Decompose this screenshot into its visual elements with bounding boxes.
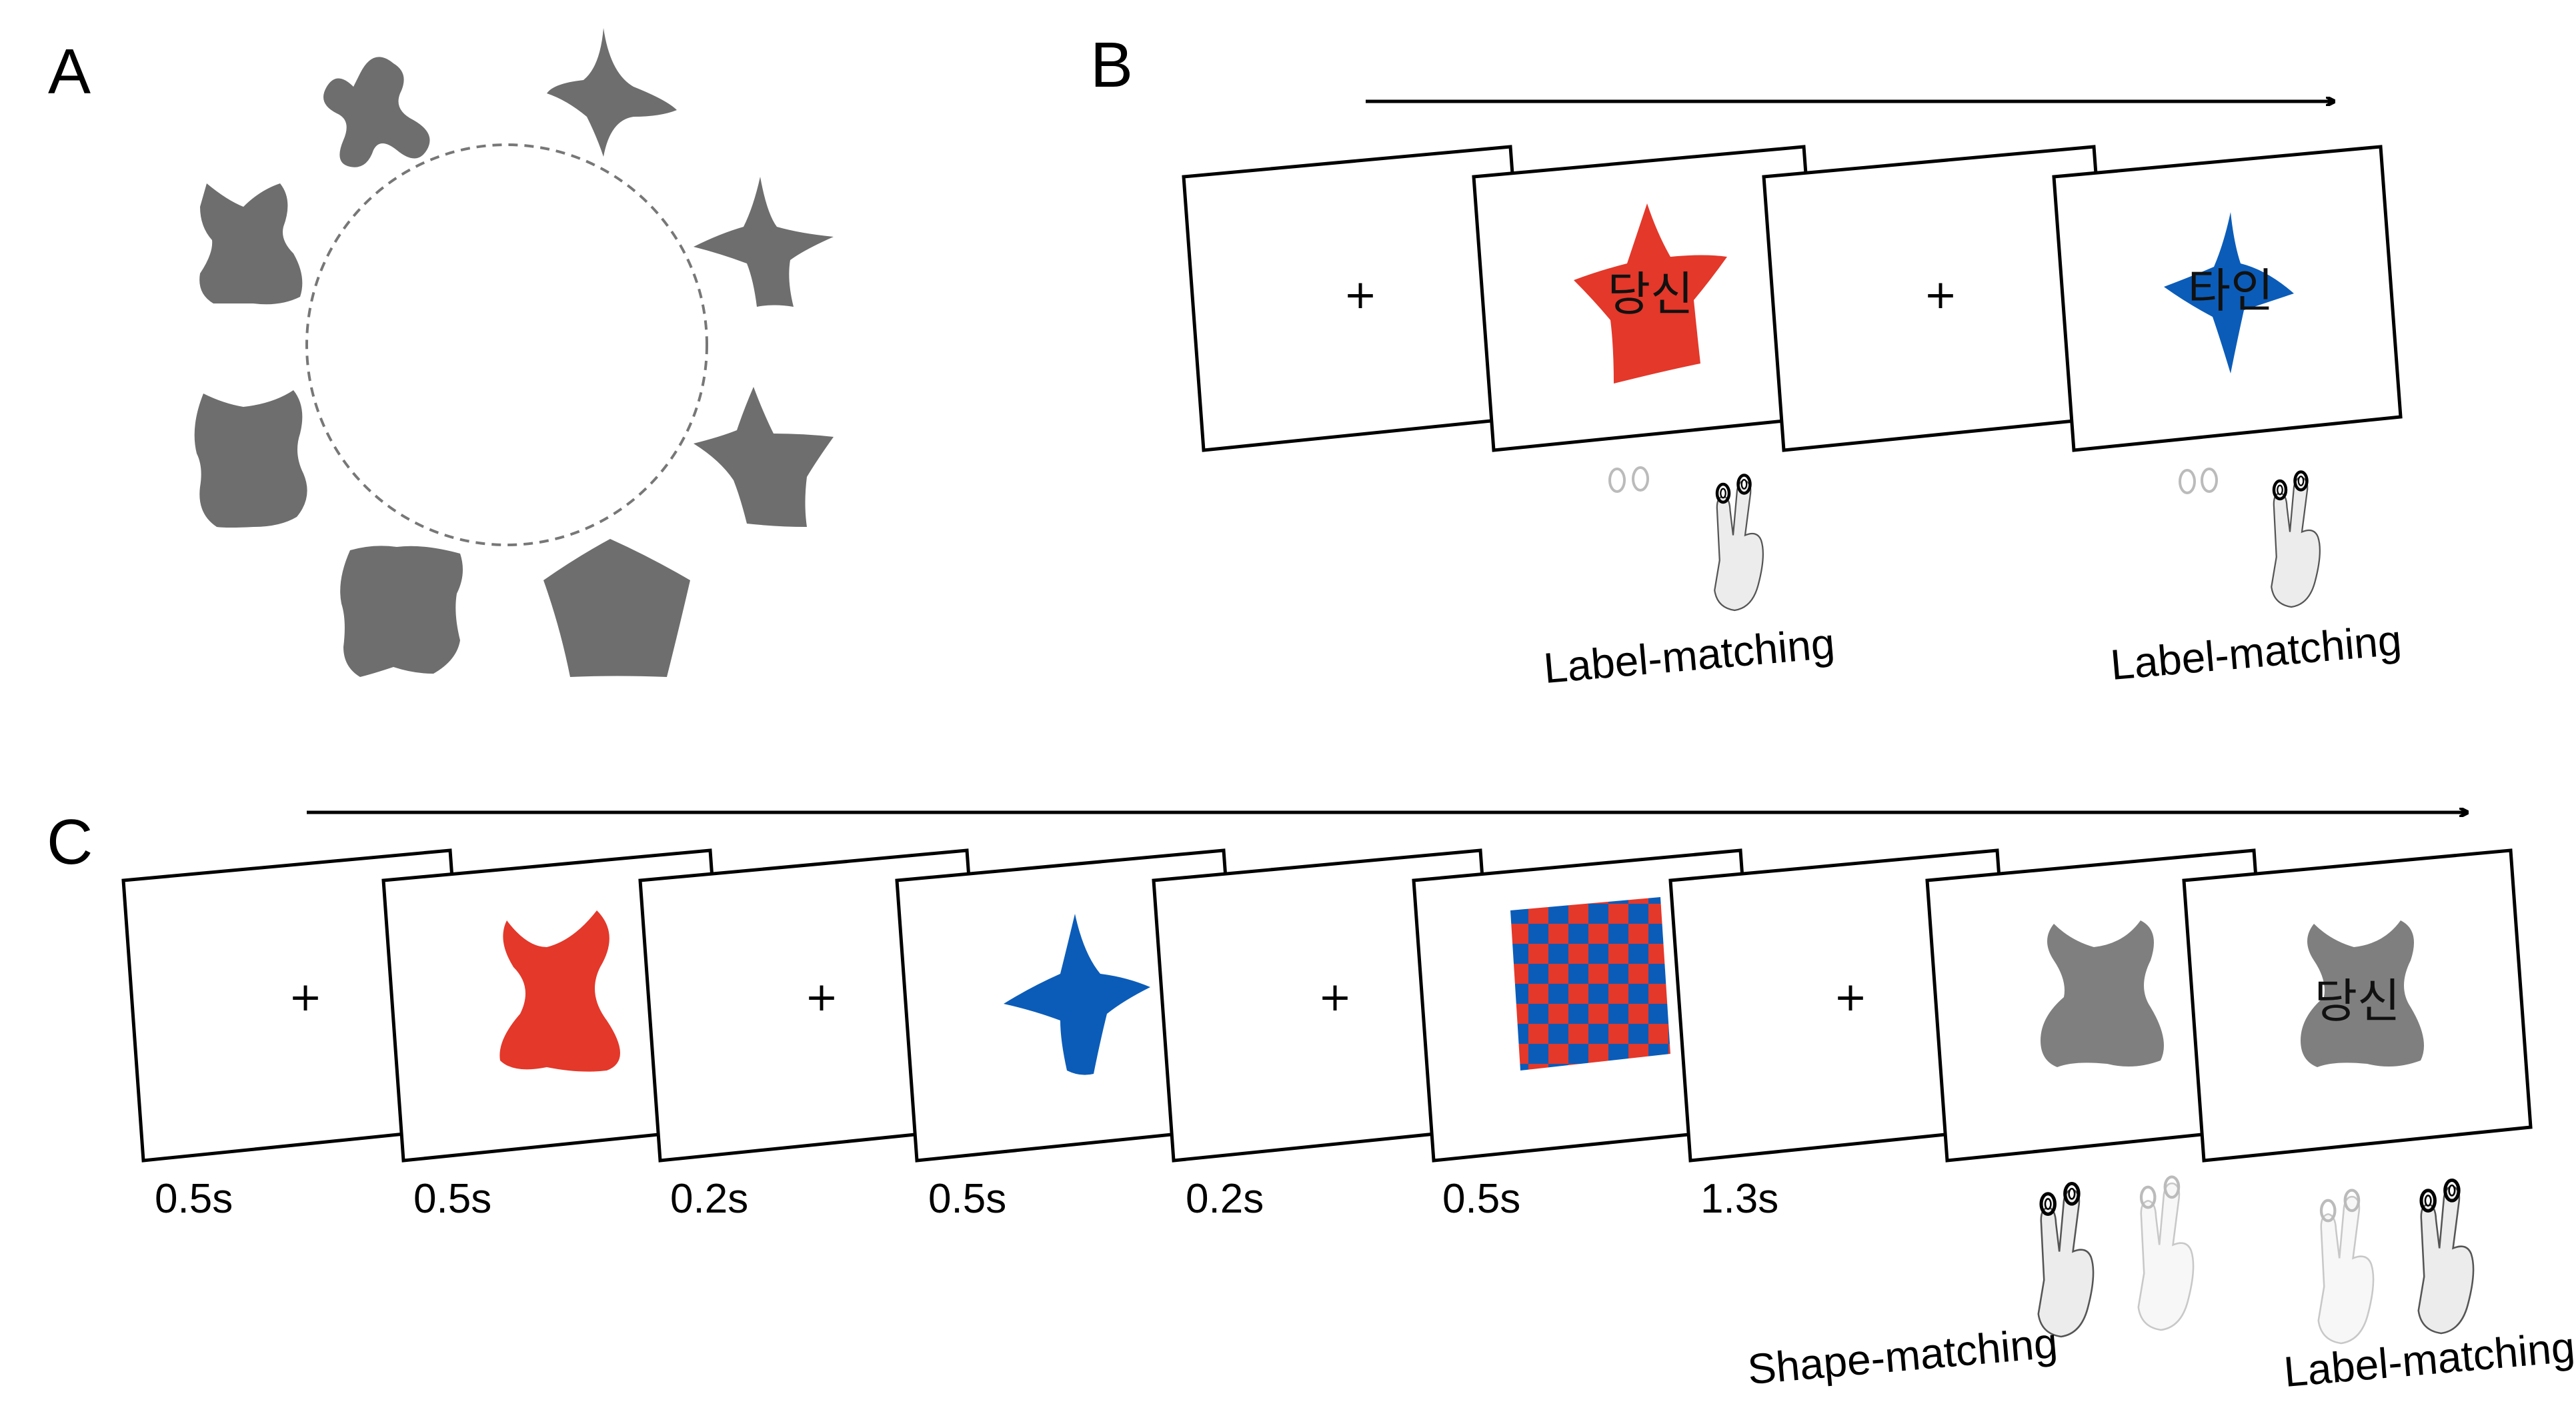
hand-icon xyxy=(2271,472,2320,608)
caption-label-matching-b1: Label-matching xyxy=(1542,619,1836,692)
panel-b: B + 당신 Label-matching + 타인 Label-matchin… xyxy=(1090,29,2403,692)
shape-x-top-left xyxy=(323,57,430,167)
red-star-stimulus xyxy=(1574,203,1727,384)
hand-faint-icon xyxy=(2319,1191,2373,1344)
indicator-circle xyxy=(2201,468,2218,493)
gray-blob-stimulus xyxy=(2041,920,2164,1067)
duration-c3: 0.2s xyxy=(670,1176,748,1222)
blue-star-stimulus xyxy=(1004,914,1150,1075)
duration-c2: 0.5s xyxy=(413,1176,491,1222)
gray-blob-stimulus xyxy=(2301,920,2424,1067)
duration-c5: 0.2s xyxy=(1186,1176,1264,1222)
panel-c: C + + + + 당신 0.5s 0.5s 0.2s xyxy=(47,806,2576,1396)
label-self: 당신 xyxy=(1608,267,1694,321)
indicator-circle xyxy=(1632,466,1649,492)
shape-x-left xyxy=(199,183,303,305)
fixation-cross: + xyxy=(1318,974,1352,1020)
shape-star4-right xyxy=(694,177,834,307)
blue-star-stimulus xyxy=(2164,212,2294,374)
panel-a-letter: A xyxy=(48,36,91,107)
panel-c-letter: C xyxy=(47,806,93,878)
fixation-cross: + xyxy=(1924,271,1957,318)
fixation-cross: + xyxy=(1344,271,1377,318)
shape-pentagon-bottom xyxy=(543,539,690,677)
label-self: 당신 xyxy=(2315,974,2401,1028)
label-other: 타인 xyxy=(2188,263,2274,318)
shape-star5-right xyxy=(694,387,834,527)
hand-icon xyxy=(2419,1181,2473,1334)
indicator-circle xyxy=(1608,468,1626,493)
shape-star4-top xyxy=(547,28,677,157)
fixation-cross: + xyxy=(289,974,322,1020)
fixation-cross: + xyxy=(1834,974,1867,1020)
hand-faint-icon xyxy=(2139,1177,2193,1331)
hand-icon xyxy=(2039,1184,2093,1337)
caption-label-matching-b2: Label-matching xyxy=(2109,616,2403,689)
duration-c1: 0.5s xyxy=(155,1176,233,1222)
red-blob-stimulus xyxy=(499,910,620,1072)
dashed-circle xyxy=(305,143,708,546)
fixation-cross: + xyxy=(805,974,838,1020)
panel-a: A xyxy=(48,28,834,677)
indicator-circle xyxy=(2179,469,2196,494)
panel-b-letter: B xyxy=(1090,29,1133,101)
duration-c6: 0.5s xyxy=(1442,1176,1520,1222)
caption-shape-matching: Shape-matching xyxy=(1746,1319,2060,1393)
shape-blob-bottom-left xyxy=(340,546,463,677)
duration-c4: 0.5s xyxy=(928,1176,1006,1222)
shape-blob-left xyxy=(194,390,307,528)
checkerboard-mask xyxy=(1510,897,1670,1071)
duration-c7: 1.3s xyxy=(1700,1176,1778,1222)
hand-icon xyxy=(1714,476,1763,611)
